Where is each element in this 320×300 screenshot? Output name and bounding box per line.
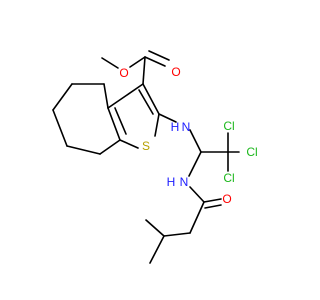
atom-labels: O O N H S Cl Cl Cl H N O (119, 65, 257, 206)
bond-c7a-c3a-inner (114, 107, 127, 135)
bond-c3-c2 (142, 83, 160, 115)
bond-carbonyl-1 (144, 56, 166, 67)
bond-ch-me2 (145, 219, 165, 237)
atom-o-amide: O (222, 192, 231, 206)
bond-amide-co-2 (204, 204, 222, 209)
bond-c3a-c3 (107, 83, 144, 109)
bond-c5-c6 (52, 83, 73, 111)
bond-o-ester-carbon (129, 56, 146, 68)
atom-o-carbonyl-ester: O (171, 65, 180, 79)
atom-n-amine: N (182, 120, 191, 134)
atom-s-thiophene: S (142, 139, 150, 153)
molecule-structure: O O N H S Cl Cl Cl H N O (52, 50, 258, 264)
bond-c7a-c3a (107, 107, 121, 141)
bond-c2-s (154, 113, 160, 137)
bond-ch-n-amide (188, 151, 202, 177)
bond-amide-co-1 (203, 198, 222, 203)
atom-cl-2: Cl (246, 145, 257, 159)
bond-n-ch (189, 129, 202, 153)
atom-cl-1: Cl (223, 119, 234, 133)
atom-cl-3: Cl (223, 171, 234, 185)
bond-c7-c8 (66, 145, 101, 155)
bond-carbonyl-2 (148, 50, 170, 61)
bond-amide-c-ch2 (189, 201, 205, 234)
bond-ester-c3 (142, 56, 146, 85)
bond-c8-c7a (99, 139, 121, 155)
bond-ch-me1 (149, 235, 165, 264)
bond-ch2-ch (163, 232, 191, 237)
bond-c6-c7 (52, 109, 68, 147)
bond-c3-c2-inner (138, 89, 154, 115)
bond-n-amide-c (189, 186, 205, 203)
bond-s-c7a (119, 139, 139, 149)
bond-c2-n (158, 113, 177, 123)
bond-methyl-o (101, 57, 119, 69)
bond-c3a-c4 (103, 83, 109, 109)
atom-h-amide: H (167, 175, 176, 189)
atom-h-amine: H (171, 120, 180, 134)
bonds (52, 50, 240, 264)
atom-n-amide: N (180, 175, 189, 189)
atom-o-ether: O (119, 66, 128, 80)
